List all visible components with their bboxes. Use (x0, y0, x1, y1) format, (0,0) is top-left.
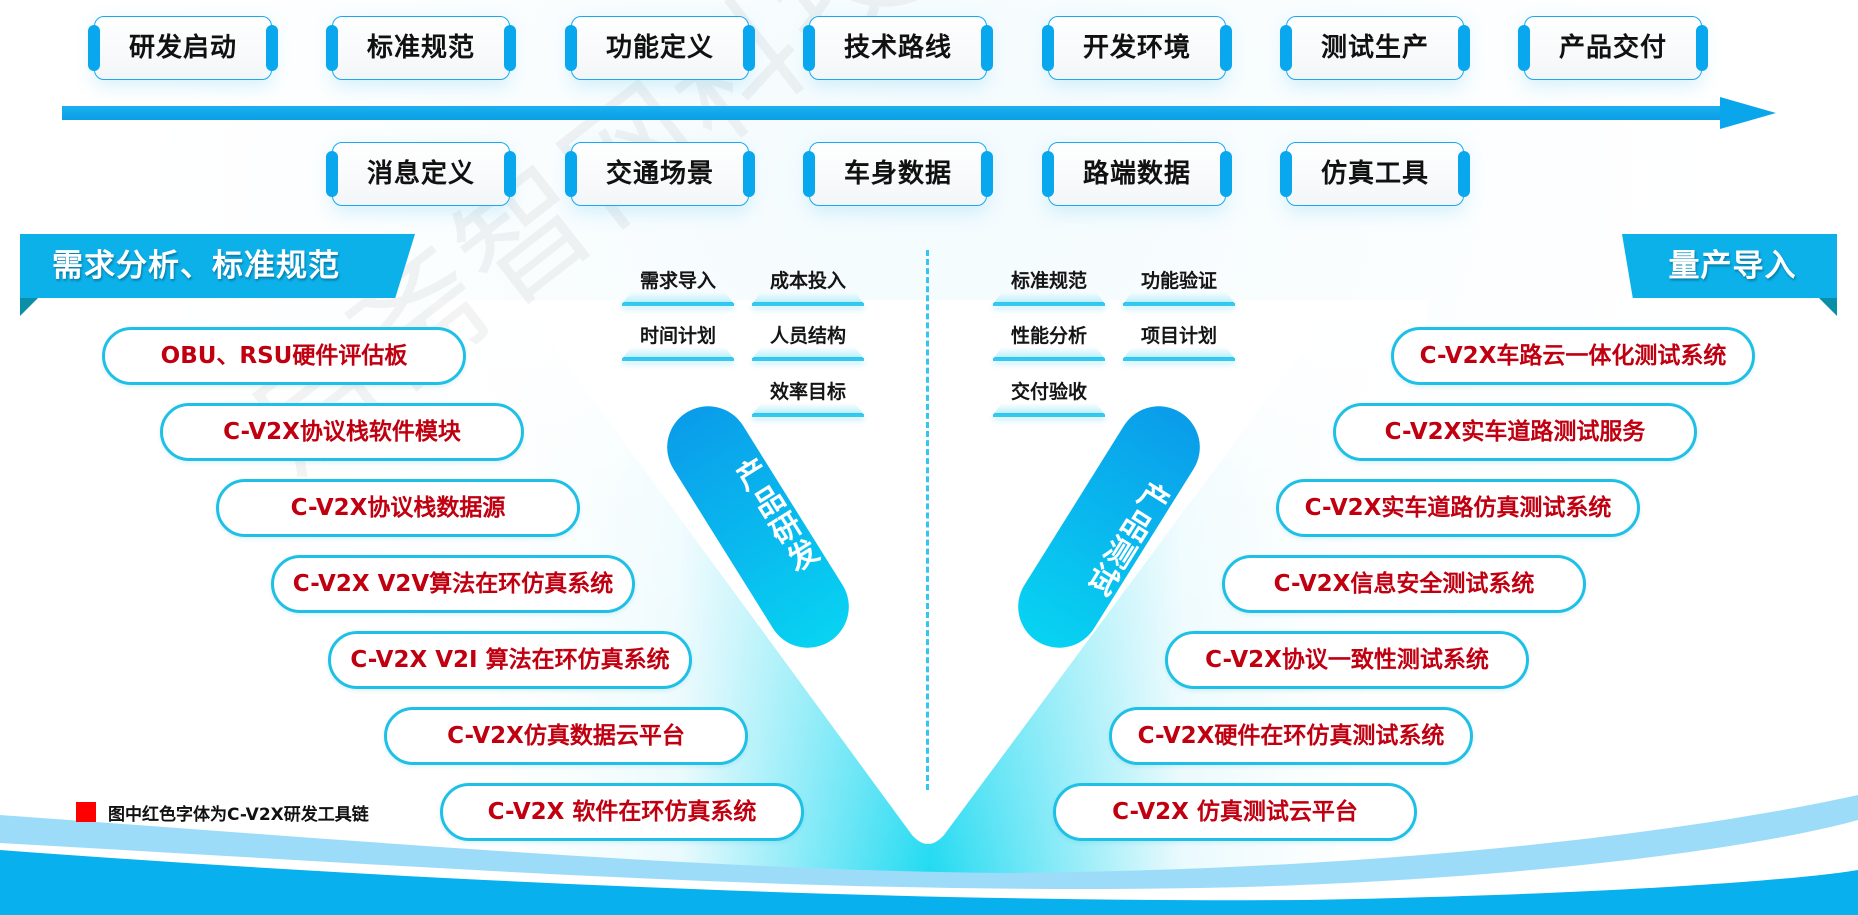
dev-tag-label: 效率目标 (769, 381, 846, 403)
stage-bottom: 消息定义 (326, 141, 516, 207)
left-section-title: 需求分析、标准规范 (52, 248, 340, 284)
dev-tag-label: 人员结构 (769, 325, 846, 347)
stage-label: 仿真工具 (1320, 159, 1429, 189)
stage-top: 测试生产 (1280, 15, 1470, 81)
center-divider (926, 250, 929, 790)
dev-tag-label: 需求导入 (639, 270, 716, 292)
test-tag-label: 标准规范 (1010, 270, 1087, 292)
stage-bottom: 车身数据 (803, 141, 993, 207)
stage-label: 车身数据 (843, 159, 952, 189)
right-section-title: 量产导入 (1668, 248, 1797, 284)
right-tool-item: C-V2X实车道路仿真测试系统 (1276, 479, 1640, 537)
right-section-header: 量产导入 (1622, 234, 1837, 316)
dev-tag: 时间计划 (622, 321, 734, 361)
test-tag-label: 交付验收 (1010, 381, 1087, 403)
left-tool-item: C-V2X协议栈数据源 (216, 479, 580, 537)
timeline-bar (62, 106, 1722, 120)
left-tool-item: C-V2X V2I 算法在环仿真系统 (328, 631, 692, 689)
stage-label: 路端数据 (1082, 159, 1191, 189)
right-tool-item: C-V2X协议一致性测试系统 (1165, 631, 1529, 689)
dev-tag: 效率目标 (752, 377, 864, 417)
stage-bottom: 交通场景 (565, 141, 755, 207)
stage-label: 研发启动 (128, 33, 237, 63)
right-tool-item: C-V2X信息安全测试系统 (1222, 555, 1586, 613)
legend-text: 图中红色字体为C-V2X研发工具链 (108, 804, 369, 825)
test-tag: 性能分析 (993, 321, 1105, 361)
stage-label: 技术路线 (843, 33, 952, 63)
right-tool-item: C-V2X实车道路测试服务 (1333, 403, 1697, 461)
right-tool-item: C-V2X 仿真测试云平台 (1053, 783, 1417, 841)
stage-label: 功能定义 (605, 33, 714, 63)
legend: 图中红色字体为C-V2X研发工具链 (76, 801, 369, 825)
stage-label: 标准规范 (366, 33, 475, 63)
test-tag-label: 功能验证 (1140, 270, 1217, 292)
stage-label: 产品交付 (1558, 33, 1667, 63)
stage-bottom: 路端数据 (1042, 141, 1232, 207)
test-tag: 标准规范 (993, 266, 1105, 306)
stage-bottom: 仿真工具 (1280, 141, 1470, 207)
stage-top: 开发环境 (1042, 15, 1232, 81)
left-tool-item: C-V2X仿真数据云平台 (384, 707, 748, 765)
test-tag: 项目计划 (1123, 321, 1235, 361)
stage-label: 消息定义 (366, 159, 475, 189)
left-tool-item: OBU、RSU硬件评估板 (102, 327, 466, 385)
dev-tag: 人员结构 (752, 321, 864, 361)
dev-tag: 成本投入 (752, 266, 864, 306)
test-tag-label: 项目计划 (1140, 325, 1217, 347)
test-tag-label: 性能分析 (1010, 325, 1087, 347)
dev-tag-label: 成本投入 (769, 270, 846, 292)
left-section-header: 需求分析、标准规范 (20, 234, 415, 316)
dev-tag-label: 时间计划 (639, 325, 716, 347)
test-tag: 功能验证 (1123, 266, 1235, 306)
right-tool-item: C-V2X车路云一体化测试系统 (1391, 327, 1755, 385)
arrow-right-icon (1720, 97, 1776, 129)
stage-top: 技术路线 (803, 15, 993, 81)
right-tool-item: C-V2X硬件在环仿真测试系统 (1109, 707, 1473, 765)
left-tool-item: C-V2X协议栈软件模块 (160, 403, 524, 461)
stage-top: 产品交付 (1518, 15, 1708, 81)
stage-label: 交通场景 (605, 159, 714, 189)
stage-top: 功能定义 (565, 15, 755, 81)
stage-top: 研发启动 (88, 15, 278, 81)
stage-top: 标准规范 (326, 15, 516, 81)
left-tool-item: C-V2X V2V算法在环仿真系统 (271, 555, 635, 613)
stage-label: 测试生产 (1320, 33, 1429, 63)
dev-tag: 需求导入 (622, 266, 734, 306)
red-square-icon (76, 802, 96, 822)
test-tag: 交付验收 (993, 377, 1105, 417)
left-tool-item: C-V2X 软件在环仿真系统 (440, 783, 804, 841)
stage-label: 开发环境 (1082, 33, 1191, 63)
